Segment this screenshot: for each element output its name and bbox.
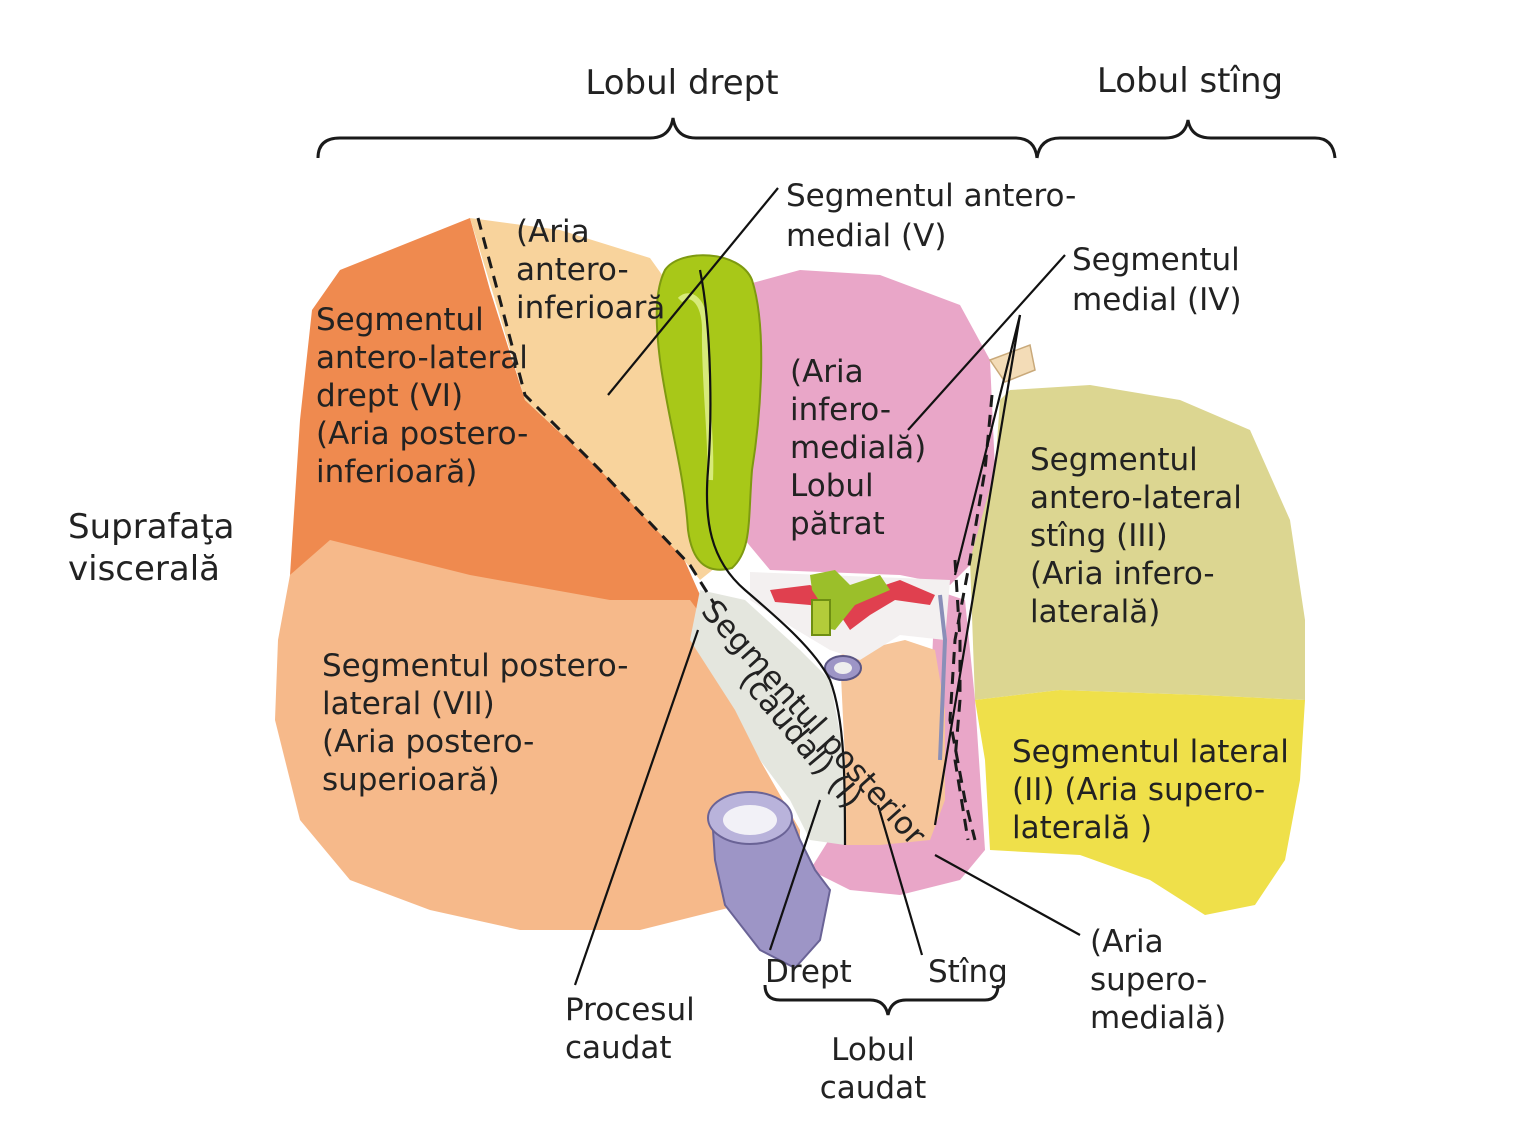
leader-antero-medial bbox=[607, 187, 779, 396]
label-caudate-lobe: Lobul caudat bbox=[820, 1032, 927, 1106]
text-line: antero-lateral bbox=[1030, 480, 1242, 516]
leader-medial-a bbox=[907, 254, 1066, 431]
text-line: antero-lateral bbox=[316, 340, 528, 376]
text-line: Lobul bbox=[790, 468, 874, 504]
region-antero-lateral-right bbox=[290, 218, 720, 640]
text-line: superioară) bbox=[322, 762, 500, 798]
text-line: supero- bbox=[1090, 962, 1207, 998]
vena-cava-lumen bbox=[723, 805, 777, 835]
region-infero-medial bbox=[745, 270, 995, 585]
lobe-left-label: Lobul stîng bbox=[1097, 61, 1283, 101]
text-line: Procesul bbox=[565, 992, 695, 1028]
text-line: Lobul bbox=[831, 1032, 915, 1068]
boundary-solid-middle bbox=[698, 269, 847, 846]
text-line: laterală ) bbox=[1012, 810, 1152, 846]
leader-medial-b bbox=[953, 314, 1022, 576]
fissure-line bbox=[938, 594, 948, 761]
text-line: infero- bbox=[790, 392, 891, 428]
text-line: inferioară) bbox=[316, 454, 477, 490]
leader-caudate-right bbox=[768, 799, 822, 951]
label-antero-lateral-left: Segmentul antero-lateral stîng (III) (Ar… bbox=[1030, 442, 1242, 630]
text-line: inferioară bbox=[516, 290, 665, 326]
label-postero-lateral: Segmentul postero- lateral (VII) (Aria p… bbox=[322, 648, 628, 798]
text-line: medială) bbox=[790, 430, 926, 466]
brace-right-lobe bbox=[316, 117, 1039, 159]
text-line: (Aria infero- bbox=[1030, 556, 1215, 592]
boundary-dashed-caudate bbox=[953, 559, 970, 841]
label-caudate-right: Drept bbox=[765, 954, 852, 990]
text-line: (Aria bbox=[516, 214, 590, 250]
label-medial: Segmentul medial (IV) bbox=[1072, 242, 1242, 318]
leader-supero-medial bbox=[934, 854, 1081, 936]
text-line: (II) (Aria supero- bbox=[1012, 772, 1265, 808]
text-line: Segmentul bbox=[316, 302, 484, 338]
text-line: Segmentul antero- bbox=[786, 178, 1076, 214]
boundary-dashed-center bbox=[948, 394, 994, 841]
text-line: Segmentul bbox=[1072, 242, 1240, 278]
label-antero-inferior: (Aria antero- inferioară bbox=[516, 214, 665, 326]
text-line: caudat bbox=[565, 1030, 672, 1066]
region-supero-medial bbox=[810, 590, 985, 895]
label-antero-medial: Segmentul antero- medial (V) bbox=[786, 178, 1076, 254]
region-caudate-posterior bbox=[840, 640, 945, 845]
text-line: laterală) bbox=[1030, 594, 1160, 630]
label-supero-medial: (Aria supero- medială) bbox=[1090, 924, 1226, 1036]
duct-opening-inner bbox=[834, 662, 852, 674]
leader-caudate-left bbox=[876, 804, 924, 956]
text-line: pătrat bbox=[790, 506, 885, 542]
text-line: antero- bbox=[516, 252, 629, 288]
text-line: (Aria postero- bbox=[316, 416, 528, 452]
inferior-vena-cava bbox=[710, 814, 832, 970]
boundary-dashed-right bbox=[476, 217, 717, 606]
surface-line-1: Suprafaţa bbox=[68, 507, 235, 547]
text-line: caudat bbox=[820, 1070, 927, 1106]
text-line: Segmentul lateral bbox=[1012, 734, 1289, 770]
bile-duct-stub bbox=[811, 599, 831, 636]
label-caudate-left: Stîng bbox=[928, 954, 1008, 990]
surface-label: Suprafaţa viscerală bbox=[68, 507, 235, 589]
region-lateral bbox=[975, 690, 1305, 915]
text-line: (Aria postero- bbox=[322, 724, 534, 760]
text-line: stîng (III) bbox=[1030, 518, 1168, 554]
label-antero-lateral-right: Segmentul antero-lateral drept (VI) (Ari… bbox=[316, 302, 528, 490]
text-line: drept (VI) bbox=[316, 378, 463, 414]
text-line: (Aria bbox=[790, 354, 864, 390]
lobe-right-label: Lobul drept bbox=[585, 63, 778, 103]
text-line: medial (IV) bbox=[1072, 282, 1242, 318]
brace-left-lobe bbox=[1035, 119, 1337, 159]
text-line: medial (V) bbox=[786, 218, 946, 254]
label-caudate-process: Procesul caudat bbox=[565, 992, 695, 1066]
leader-medial-c bbox=[933, 314, 1022, 826]
text-line: lateral (VII) bbox=[322, 686, 495, 722]
text-line: (Aria bbox=[1090, 924, 1164, 960]
label-infero-medial: (Aria infero- medială) Lobul pătrat bbox=[790, 354, 926, 542]
text-line: Segmentul bbox=[1030, 442, 1198, 478]
text-line: Segmentul postero- bbox=[322, 648, 628, 684]
leader-caudate-process bbox=[573, 629, 700, 986]
text-line: medială) bbox=[1090, 1000, 1226, 1036]
brace-caudate-lobe bbox=[763, 984, 1000, 1016]
region-antero-lateral-left bbox=[970, 385, 1305, 700]
region-caudate-process bbox=[690, 590, 845, 845]
region-postero-lateral bbox=[275, 535, 800, 930]
surface-line-2: viscerală bbox=[68, 549, 220, 589]
label-lateral: Segmentul lateral (II) (Aria supero- lat… bbox=[1012, 734, 1289, 846]
